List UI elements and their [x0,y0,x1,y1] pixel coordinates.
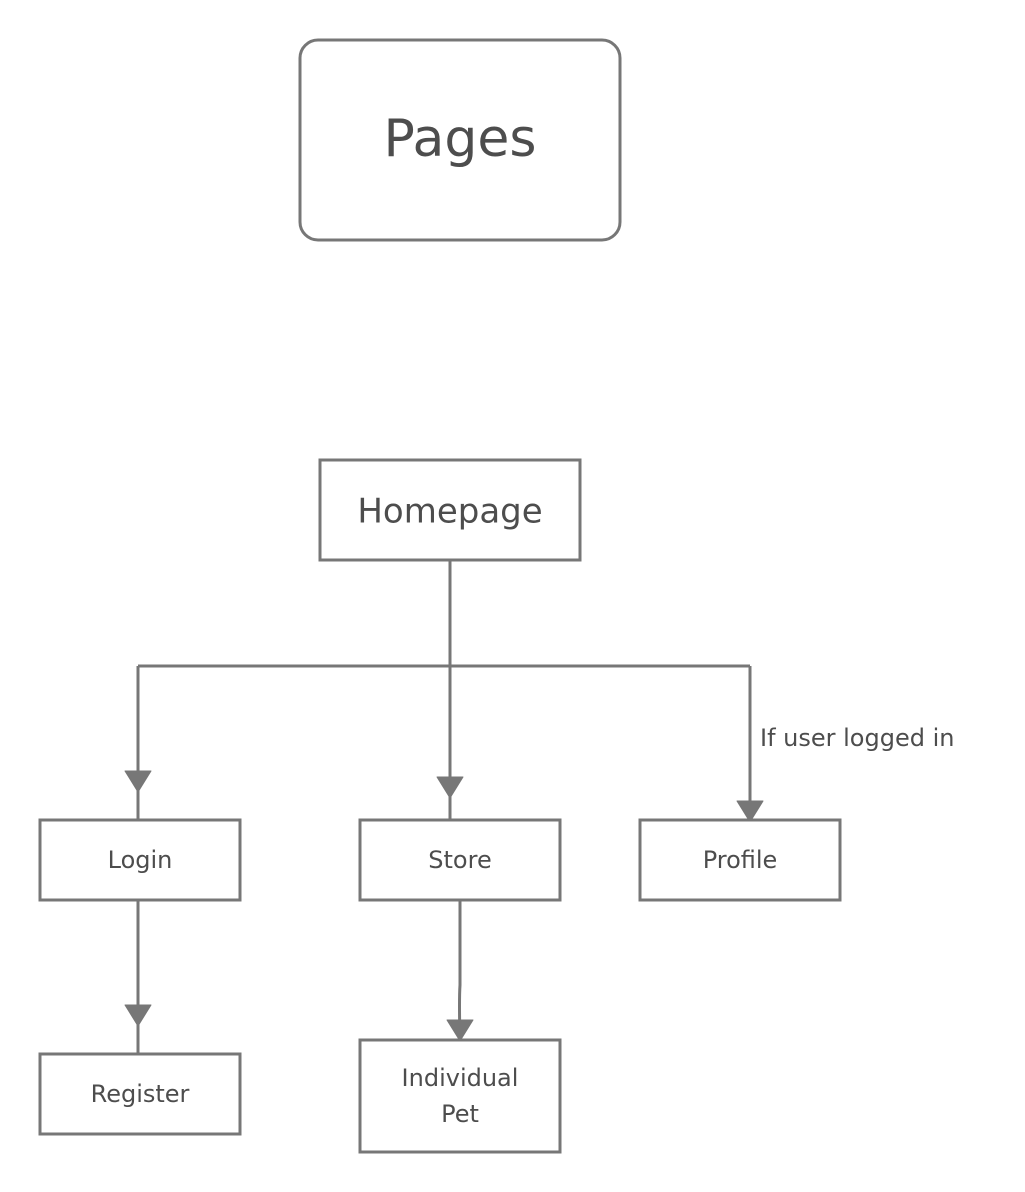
node-login-label: Login [108,846,173,874]
node-individual-pet: Individual Pet [358,1038,562,1154]
arrowhead-profile [736,800,764,823]
node-store-box [358,818,562,902]
edge-label-profile: If user logged in [760,724,954,752]
node-individual-pet-label-line1: Individual [402,1064,519,1092]
node-login-box [38,818,242,902]
node-login: Login [38,818,242,902]
node-register-box [38,1052,242,1136]
title-box [298,38,622,242]
connector-store-individual-pet [458,900,462,1041]
arrowhead-store [436,776,464,799]
node-homepage-label: Homepage [357,492,542,532]
node-store: Store [358,818,562,902]
arrowhead-login [124,770,152,793]
node-register: Register [38,1052,242,1136]
node-individual-pet-label-line2: Pet [441,1100,479,1128]
node-store-label: Store [428,846,491,874]
node-individual-pet-box [358,1038,562,1154]
node-homepage: Homepage [318,458,582,562]
arrowhead-individual-pet [446,1019,474,1042]
node-register-label: Register [91,1080,190,1108]
connectors [136,560,752,1054]
title-node: Pages [298,38,622,242]
node-profile: Profile [638,818,842,902]
title-label: Pages [384,109,537,169]
arrowheads [124,770,764,1042]
node-homepage-box [318,458,582,562]
node-profile-box [638,818,842,902]
node-profile-label: Profile [703,846,778,874]
arrowhead-register [124,1004,152,1027]
